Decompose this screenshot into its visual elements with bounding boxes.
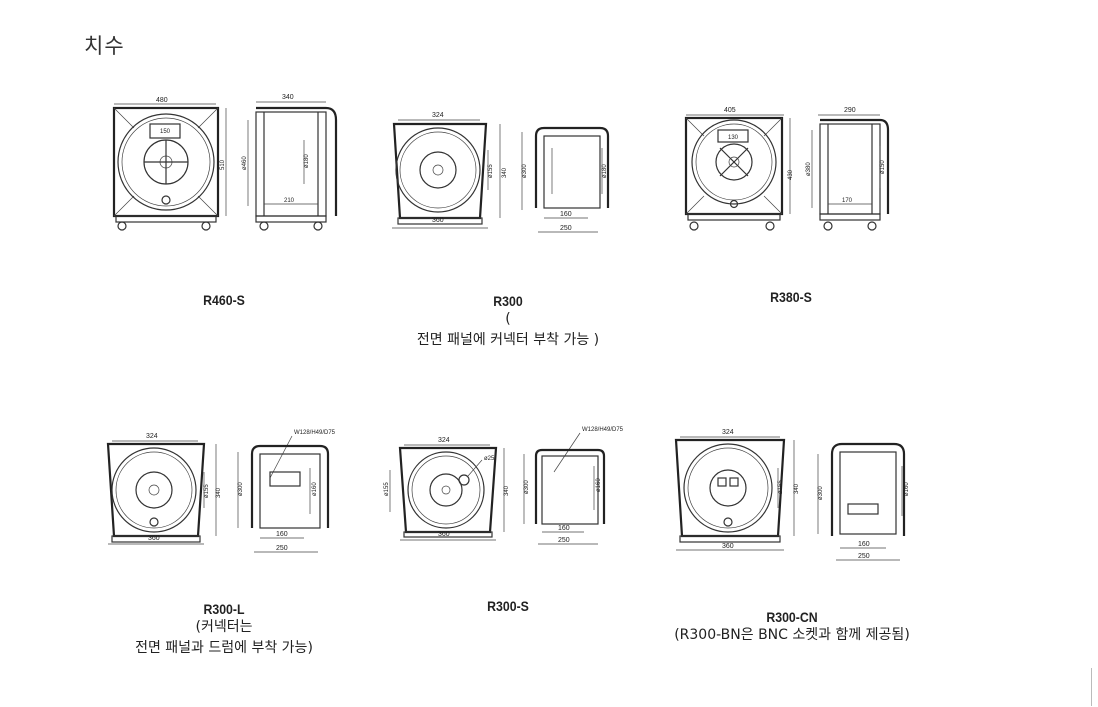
r300s-caption: R300-S — [448, 598, 568, 614]
svg-text:ø155: ø155 — [384, 482, 390, 496]
svg-text:ø300: ø300 — [524, 480, 530, 494]
svg-text:250: 250 — [560, 225, 572, 232]
svg-text:360: 360 — [722, 543, 734, 550]
scrollbar-edge — [1091, 668, 1098, 706]
svg-text:ø300: ø300 — [522, 164, 528, 178]
model-label: R300 — [493, 293, 523, 309]
svg-text:170: 170 — [842, 198, 853, 204]
model-label: R300-L — [203, 601, 245, 617]
svg-text:160: 160 — [560, 211, 572, 218]
svg-text:ø160: ø160 — [596, 478, 602, 492]
svg-text:340: 340 — [794, 483, 800, 494]
r300-drawing: 324 ø155 340 360 ø300 ø180 160 250 — [388, 108, 620, 238]
r300l-drawing: 324 ø155 340 360 W128/H49/D75 ø300 ø160 … — [104, 428, 356, 560]
r460s-caption: R460-S — [164, 292, 284, 308]
svg-text:360: 360 — [148, 535, 160, 542]
svg-text:ø300: ø300 — [818, 486, 824, 500]
svg-text:430: 430 — [788, 169, 794, 180]
svg-text:W128/H49/D75: W128/H49/D75 — [294, 430, 336, 436]
svg-text:510: 510 — [220, 159, 226, 170]
r300cn-caption: R300-CN (R300-BN은 BNC 소켓과 함께 제공됨) — [672, 609, 912, 646]
svg-text:250: 250 — [858, 553, 870, 560]
svg-text:ø160: ø160 — [904, 482, 910, 496]
svg-text:290: 290 — [844, 107, 856, 114]
svg-text:ø155: ø155 — [778, 480, 784, 494]
r300-caption: R300 ( 전면 패널에 커넥터 부착 가능 ) — [388, 293, 628, 351]
r460s-drawing: 480 150 510 340 ø460 ø180 210 — [108, 90, 344, 240]
svg-text:ø155: ø155 — [488, 164, 494, 178]
svg-text:160: 160 — [276, 531, 288, 538]
svg-text:324: 324 — [438, 437, 450, 444]
svg-text:W128/H49/D75: W128/H49/D75 — [582, 427, 624, 433]
svg-text:340: 340 — [216, 487, 222, 498]
svg-text:324: 324 — [432, 112, 444, 119]
svg-text:ø150: ø150 — [880, 160, 886, 174]
r300s-drawing: 324 ø25 ø155 340 360 W128/H49/D75 ø300 ø… — [376, 424, 638, 552]
svg-text:ø25: ø25 — [484, 456, 495, 462]
svg-text:210: 210 — [284, 198, 295, 204]
caption-note: (커넥터는 — [195, 619, 253, 635]
svg-text:324: 324 — [146, 433, 158, 440]
svg-text:ø300: ø300 — [238, 482, 244, 496]
r300cn-drawing: 324 ø155 340 360 ø300 ø160 160 250 — [672, 424, 934, 566]
model-label: R300-CN — [766, 609, 818, 625]
model-label: R460-S — [203, 292, 245, 308]
svg-text:ø380: ø380 — [806, 162, 812, 176]
svg-text:160: 160 — [858, 541, 870, 548]
svg-text:340: 340 — [504, 485, 510, 496]
svg-text:ø160: ø160 — [312, 482, 318, 496]
svg-text:340: 340 — [502, 167, 508, 178]
caption-note: ( — [505, 311, 511, 327]
svg-text:250: 250 — [558, 537, 570, 544]
r380s-caption: R380-S — [731, 289, 851, 305]
svg-text:ø180: ø180 — [602, 164, 608, 178]
model-label: R300-S — [487, 598, 529, 614]
svg-text:324: 324 — [722, 429, 734, 436]
svg-text:340: 340 — [282, 94, 294, 101]
svg-text:150: 150 — [160, 129, 171, 135]
caption-note: 전면 패널과 드럼에 부착 가능) — [135, 640, 313, 656]
svg-text:ø180: ø180 — [304, 154, 310, 168]
caption-note: (R300-BN은 BNC 소켓과 함께 제공됨) — [674, 627, 910, 643]
svg-text:480: 480 — [156, 97, 168, 104]
svg-text:250: 250 — [276, 545, 288, 552]
svg-text:405: 405 — [724, 107, 736, 114]
model-label: R380-S — [770, 289, 812, 305]
svg-text:360: 360 — [432, 217, 444, 224]
r380s-drawing: 405 130 430 290 ø380 ø150 170 — [680, 100, 894, 240]
svg-text:360: 360 — [438, 531, 450, 538]
svg-text:ø460: ø460 — [242, 156, 248, 170]
svg-text:ø155: ø155 — [204, 484, 210, 498]
svg-text:160: 160 — [558, 525, 570, 532]
r300l-caption: R300-L (커넥터는 전면 패널과 드럼에 부착 가능) — [112, 601, 336, 659]
caption-note: 전면 패널에 커넥터 부착 가능 ) — [416, 332, 600, 348]
svg-text:130: 130 — [728, 135, 739, 141]
page-title: 치수 — [84, 34, 125, 58]
